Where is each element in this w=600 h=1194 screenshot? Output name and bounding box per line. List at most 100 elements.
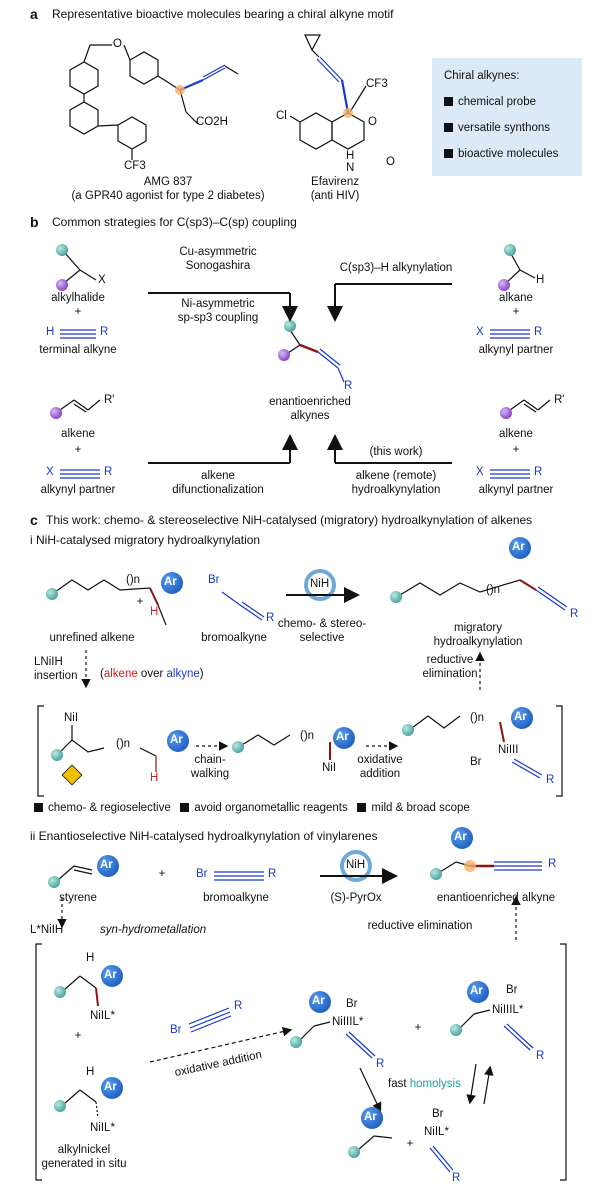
ox-label-2: addition bbox=[359, 768, 401, 780]
amg837-description: (a GPR40 agonist for type 2 diabetes) bbox=[71, 190, 265, 202]
teal-ball bbox=[450, 1024, 462, 1036]
ar-label-2: Ar bbox=[512, 541, 525, 553]
ring-a4 bbox=[129, 51, 159, 85]
br-label-7: Br bbox=[432, 1108, 444, 1120]
br-label-4: Br bbox=[170, 1024, 182, 1036]
sonogashira-label: Sonogashira bbox=[185, 260, 251, 272]
r-label-c3: R bbox=[546, 774, 555, 786]
efa-o2-label: O bbox=[386, 156, 395, 168]
nih-label-1: NiH bbox=[310, 578, 330, 590]
spsp3-label: sp-sp3 coupling bbox=[177, 312, 259, 324]
alkynyl-partner-label-2: alkynyl partner bbox=[40, 484, 116, 496]
teal-ball bbox=[48, 876, 60, 888]
teal-ball bbox=[232, 741, 244, 753]
alkene-difunc-label-1: alkene bbox=[201, 470, 235, 482]
niiii-lstar-structure-1 bbox=[299, 1021, 376, 1059]
teal-ball bbox=[430, 868, 442, 880]
terminal-alkyne-structure bbox=[60, 329, 96, 339]
ar-circle bbox=[467, 981, 489, 1003]
h-terminal-label: H bbox=[46, 326, 55, 338]
niiii-lstar-label-1: NiIIIL* bbox=[332, 1016, 364, 1028]
r-label-c7: R bbox=[376, 1058, 385, 1070]
lstar-nih-label: L*NiIH bbox=[30, 924, 64, 936]
bullet-square-icon bbox=[444, 149, 453, 158]
r-label-c6: R bbox=[234, 1000, 243, 1012]
teal-ball bbox=[56, 244, 68, 256]
bracket-right bbox=[556, 705, 563, 797]
reductive-label-1: reductive bbox=[426, 654, 474, 666]
ar-label-1: Ar bbox=[164, 576, 177, 588]
alkene-structure-right bbox=[509, 399, 551, 413]
r-partner-label-3: R bbox=[534, 466, 543, 478]
plus-9: + bbox=[406, 1138, 414, 1150]
ar-circle bbox=[451, 827, 473, 849]
hydro-label-2: hydroalkynylation bbox=[351, 484, 441, 496]
r-label-c4: R bbox=[268, 868, 277, 880]
alkynyl-partner-label-3: alkynyl partner bbox=[478, 484, 554, 496]
n-label-2: ()n bbox=[486, 584, 501, 596]
r-product-label: R bbox=[344, 380, 353, 392]
bullet-regio: chemo- & regioselective bbox=[48, 802, 171, 814]
ar-circle bbox=[509, 537, 531, 559]
ni-i-label-2: NiI bbox=[322, 762, 337, 774]
alkene-label-right: alkene bbox=[499, 428, 533, 440]
cyclopropyl bbox=[304, 34, 321, 52]
bromoalkyne-structure bbox=[221, 591, 265, 621]
cu-label: Cu-asymmetric bbox=[179, 246, 257, 258]
chain-label-1: chain- bbox=[194, 754, 226, 766]
equilibrium-arrow-down bbox=[466, 1063, 477, 1105]
ar-label-3: Ar bbox=[170, 734, 183, 746]
alkene-label-left: alkene bbox=[61, 428, 95, 440]
chemo-stereo-label-2: selective bbox=[299, 632, 345, 644]
h-label-c2: H bbox=[86, 1066, 95, 1078]
panel-c-title: This work: chemo- & stereoselective NiH-… bbox=[46, 513, 533, 527]
plus-6: + bbox=[158, 868, 166, 880]
purple-ball bbox=[56, 279, 68, 291]
nii-lstar-label-3: NiIL* bbox=[424, 1126, 449, 1138]
r-label-c9: R bbox=[452, 1172, 461, 1184]
niiii-lstar-structure-2 bbox=[459, 1009, 534, 1051]
nii-lstar-label-2: NiIL* bbox=[90, 1122, 115, 1134]
amg-o-label: O bbox=[113, 38, 122, 50]
radical-structure bbox=[357, 1135, 393, 1151]
efavirenz-description: (anti HIV) bbox=[310, 190, 360, 202]
ring-a3 bbox=[117, 116, 147, 150]
r-label-c5: R bbox=[548, 858, 557, 870]
amg837-structure bbox=[69, 44, 239, 160]
plus-3: + bbox=[74, 444, 82, 456]
r-terminal-label: R bbox=[100, 326, 109, 338]
purple-ball bbox=[278, 349, 290, 361]
nih-label-2: NiH bbox=[346, 859, 366, 871]
teal-ball bbox=[51, 749, 63, 761]
box-item-synthons: versatile synthons bbox=[444, 122, 550, 134]
ch-alkynylation-label: C(sp3)–H alkynylation bbox=[339, 262, 453, 274]
alkane-label: alkane bbox=[499, 292, 533, 304]
alkynyl-partner-structure-2 bbox=[60, 469, 100, 479]
ar-label-8: Ar bbox=[104, 969, 117, 981]
plus-5: + bbox=[136, 596, 144, 608]
stereocenter-marker bbox=[464, 860, 476, 872]
alkylnickel-structure-1 bbox=[63, 975, 99, 1007]
teal-ball bbox=[402, 724, 414, 736]
syn-hydro-label: syn-hydrometallation bbox=[100, 924, 207, 936]
reductive-label-2: elimination bbox=[422, 668, 478, 680]
teal-ball bbox=[284, 320, 296, 332]
panel-b-letter: b bbox=[30, 214, 39, 230]
equilibrium-arrow-up bbox=[483, 1065, 494, 1105]
amg-cf3-label: CF3 bbox=[124, 160, 146, 172]
ar-label-10: Ar bbox=[312, 995, 325, 1007]
alkynes-label: alkynes bbox=[290, 410, 330, 422]
nih-cycle bbox=[304, 569, 336, 601]
enantioenriched-alkyne-structure bbox=[287, 329, 345, 383]
homolysis-arrow bbox=[359, 1067, 382, 1113]
x-label-left: X bbox=[98, 274, 106, 286]
teal-ball bbox=[290, 1036, 302, 1048]
teal-ball bbox=[348, 1146, 360, 1158]
reductive-elim-label: reductive elimination bbox=[367, 920, 473, 932]
bromoalkyne-structure-2 bbox=[214, 871, 264, 881]
x-partner-label-1: X bbox=[476, 326, 484, 338]
ar-circle bbox=[161, 572, 183, 594]
box-title: Chiral alkynes: bbox=[444, 70, 520, 82]
teal-ball bbox=[54, 986, 66, 998]
r-label-c8: R bbox=[536, 1050, 545, 1062]
